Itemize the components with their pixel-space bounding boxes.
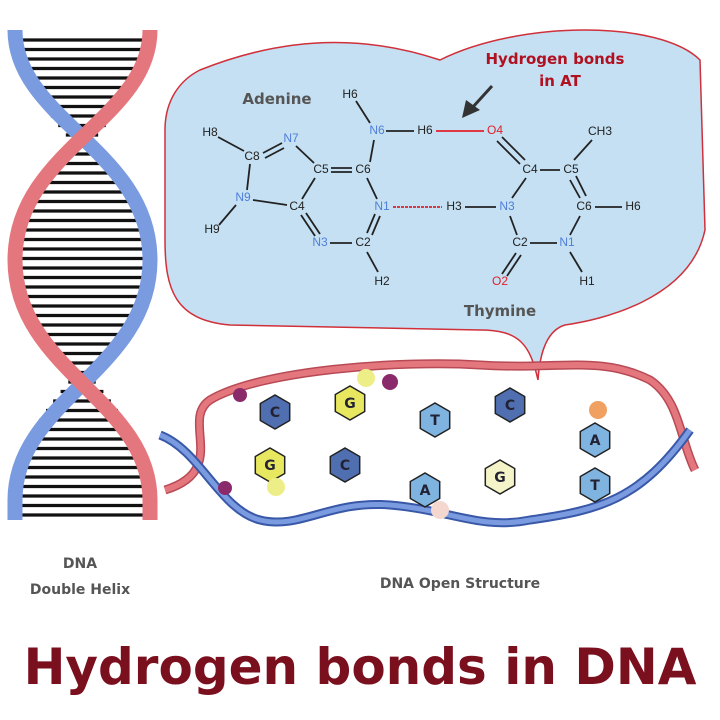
- atom-label: O4: [487, 123, 503, 137]
- base-letter: G: [344, 396, 356, 412]
- callout-line2: in AT: [539, 72, 581, 90]
- base-C: C: [494, 387, 526, 423]
- base-hexagon: [419, 402, 451, 438]
- thymine-label: Thymine: [464, 302, 536, 320]
- adenine-label: Adenine: [242, 90, 311, 108]
- atom-label: H2: [374, 274, 390, 288]
- atom-label: C6: [355, 162, 371, 176]
- base-hexagon: [484, 459, 516, 495]
- base-letter: G: [264, 458, 276, 474]
- molecule-bonds: [217, 100, 622, 277]
- base-hexagon: [329, 447, 361, 483]
- base-letter: G: [494, 470, 506, 486]
- atom-label: N3: [499, 199, 515, 213]
- base-letter: C: [505, 398, 515, 414]
- sugar-dot: [589, 401, 607, 419]
- base-hexagon: [259, 394, 291, 430]
- atom-label: H6: [342, 87, 358, 101]
- base-hexagon: [579, 467, 611, 503]
- open-structure-label: DNA Open Structure: [380, 576, 540, 592]
- double-helix: [7, 29, 158, 520]
- atom-label: N9: [235, 190, 251, 204]
- atom-label: CH3: [588, 124, 612, 138]
- sugar-dot: [431, 501, 449, 519]
- atom-label: H1: [579, 274, 595, 288]
- callout-bubble: [164, 29, 706, 381]
- base-hexagon: [579, 422, 611, 458]
- base-letter: T: [430, 413, 440, 429]
- atom-label: C2: [512, 235, 528, 249]
- atom-label: N7: [283, 131, 299, 145]
- base-hexagon: [334, 385, 366, 421]
- base-T: T: [419, 402, 451, 438]
- atom-label: H8: [202, 125, 218, 139]
- hydrogen-bonds: [393, 130, 484, 208]
- base-letter: A: [420, 483, 431, 499]
- helix-strand-pink: [7, 29, 158, 520]
- helix-label-line2: Double Helix: [30, 582, 130, 598]
- atom-label: O2: [492, 274, 508, 288]
- atom-label: N3: [312, 235, 328, 249]
- helix-strand-blue: [7, 29, 158, 520]
- atom-label: C5: [313, 162, 329, 176]
- main-title: Hydrogen bonds in DNA: [24, 638, 697, 696]
- phosphate-dot: [233, 388, 247, 402]
- base-C: C: [259, 394, 291, 430]
- callout-line1: Hydrogen bonds: [486, 50, 625, 68]
- open-structure: C G G C T A C G A T: [158, 359, 700, 528]
- sugar-dot: [267, 478, 285, 496]
- atom-label: H6: [417, 123, 433, 137]
- base-letter: T: [590, 478, 600, 494]
- atom-label: H3: [446, 199, 462, 213]
- atom-label: N6: [369, 123, 385, 137]
- atom-label: C5: [563, 162, 579, 176]
- base-C: C: [329, 447, 361, 483]
- atom-label: N1: [559, 235, 575, 249]
- base-hexagon: [494, 387, 526, 423]
- atom-label: C4: [289, 199, 305, 213]
- atom-label: N1: [374, 199, 390, 213]
- base-hexagon: [409, 472, 441, 508]
- base-letter: C: [270, 405, 280, 421]
- base-A: A: [579, 422, 611, 458]
- atom-label: C6: [576, 199, 592, 213]
- base-A: A: [409, 472, 441, 508]
- base-T: T: [579, 467, 611, 503]
- base-letter: C: [340, 458, 350, 474]
- arrow-icon: [462, 84, 494, 118]
- atom-label: H9: [204, 222, 220, 236]
- atom-label: C8: [244, 149, 260, 163]
- phosphate-dot: [218, 481, 232, 495]
- helix-label-line1: DNA: [63, 556, 97, 572]
- atom-label: C2: [355, 235, 371, 249]
- atom-label: C4: [522, 162, 538, 176]
- atom-label: H6: [625, 199, 641, 213]
- phosphate-dot: [382, 374, 398, 390]
- base-G: G: [254, 447, 286, 483]
- base-letter: A: [590, 433, 601, 449]
- atom-labels: H6 N6 H6 O4 CH3 H8 C8 N7 C5 C6 N9 C4 N1 …: [202, 87, 641, 288]
- base-G: G: [334, 385, 366, 421]
- sugar-dot: [357, 369, 375, 387]
- base-G: G: [484, 459, 516, 495]
